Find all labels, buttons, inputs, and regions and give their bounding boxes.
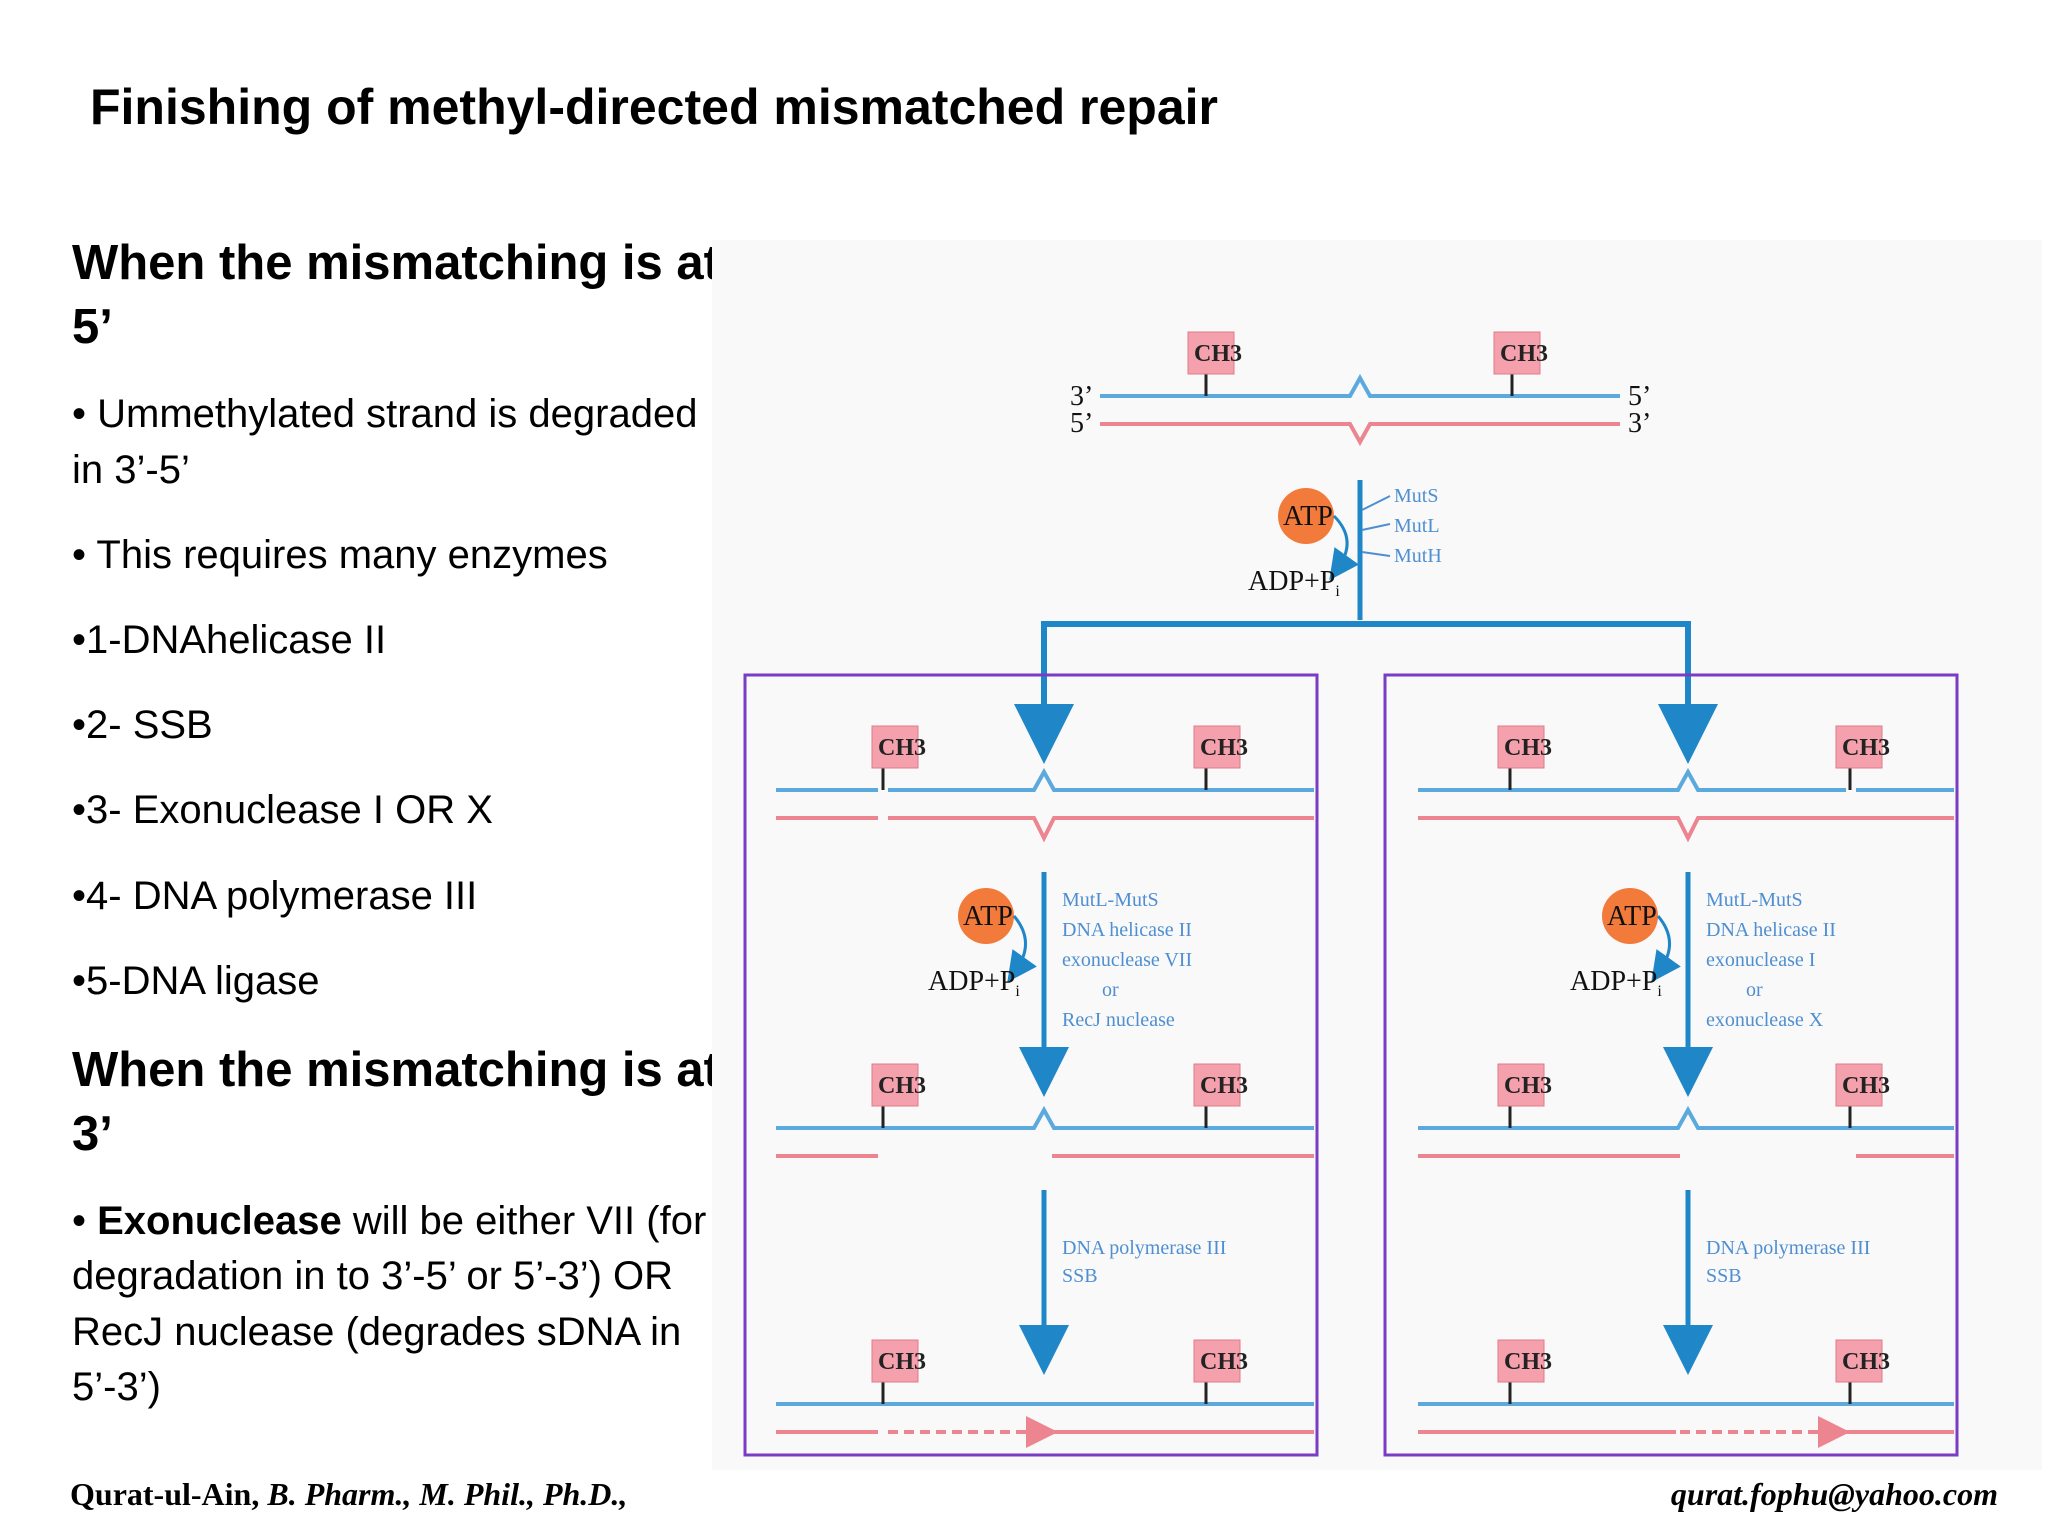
heading-mismatch-3: When the mismatching is at 3’ xyxy=(72,1042,720,1161)
top-end-right-3: 3’ xyxy=(1628,408,1651,439)
right-d1-ch3-b xyxy=(1835,725,1883,769)
right-adp-label: ADP+Pi xyxy=(1570,966,1662,1000)
right-d3-ch3-a-label: CH3 xyxy=(1504,1349,1552,1375)
bullet-enzymes: This requires many enzymes xyxy=(72,528,732,583)
right-atp-label: ATP xyxy=(1607,901,1657,932)
top-adp-label: ADP+Pi xyxy=(1248,566,1340,600)
top-end-left-5: 5’ xyxy=(1070,408,1093,439)
footer-author: Qurat-ul-Ain, B. Pharm., M. Phil., Ph.D.… xyxy=(70,1476,627,1513)
right-poly-1: DNA polymerase III xyxy=(1706,1237,1870,1259)
heading-mismatch-5: When the mismatching is at 5’ xyxy=(72,236,720,354)
right-d1-ch3-b-label: CH3 xyxy=(1842,735,1890,761)
left-poly-1: DNA polymerase III xyxy=(1062,1237,1226,1259)
diagram-background xyxy=(712,240,2042,1470)
top-end-right-5: 5’ xyxy=(1628,381,1651,412)
left-enzyme-1: MutL-MutS xyxy=(1062,889,1159,911)
right-d3-ch3-b-label: CH3 xyxy=(1842,1349,1890,1375)
left-d2-ch3-a-label: CH3 xyxy=(878,1073,926,1099)
left-panel-border xyxy=(743,673,1319,1457)
right-d2-ch3-b xyxy=(1835,1063,1883,1107)
footer-email: qurat.fophu@yahoo.com xyxy=(1670,1476,1998,1512)
left-adp-label: ADP+Pi xyxy=(928,966,1020,1000)
left-d3-ch3-b-label: CH3 xyxy=(1200,1349,1248,1375)
right-atp-arrow xyxy=(1651,915,1681,983)
right-d1-ch3-a-label: CH3 xyxy=(1504,735,1552,761)
top-enzyme-tick-2 xyxy=(1361,523,1391,531)
bullet-ssb: 2- SSB xyxy=(72,698,732,753)
top-blue-strand xyxy=(1100,373,1620,398)
left-poly-2: SSB xyxy=(1062,1265,1098,1287)
left-d2-blue xyxy=(776,1105,1314,1130)
top-ch3-left-label: CH3 xyxy=(1194,341,1242,367)
right-d2-blue xyxy=(1418,1105,1954,1130)
bullet-exonuclease: 3- Exonuclease I OR X xyxy=(72,783,732,838)
right-d2-ch3-b-label: CH3 xyxy=(1842,1073,1890,1099)
footer-credentials: B. Pharm., M. Phil., Ph.D., xyxy=(259,1476,628,1512)
bullet-helicase: 1-DNAhelicase II xyxy=(72,613,732,668)
left-enzyme-3: exonuclease VII xyxy=(1062,949,1192,971)
left-d1-ch3-b-label: CH3 xyxy=(1200,735,1248,761)
left-d1-blue xyxy=(776,767,1314,792)
left-atp-label: ATP xyxy=(963,901,1013,932)
top-enzyme-3: MutH xyxy=(1394,545,1442,567)
left-d2-ch3-b-label: CH3 xyxy=(1200,1073,1248,1099)
right-d1-ch3-a xyxy=(1497,725,1545,769)
top-enzyme-tick-3 xyxy=(1361,551,1391,557)
bullet-exonuclease-detail: Exonuclease will be either VII (for degr… xyxy=(72,1194,732,1415)
left-d3-ch3-b xyxy=(1193,1339,1241,1383)
top-atp-arrow xyxy=(1329,514,1359,581)
right-d3-ch3-a xyxy=(1497,1339,1545,1383)
left-d3-ch3-a-label: CH3 xyxy=(878,1349,926,1375)
right-atp-circle xyxy=(1602,888,1658,944)
top-atp-circle xyxy=(1278,488,1334,544)
right-d2-ch3-a-label: CH3 xyxy=(1504,1073,1552,1099)
top-enzyme-2: MutL xyxy=(1394,515,1440,537)
right-d1-blue xyxy=(1418,767,1954,792)
left-d1-ch3-a xyxy=(871,725,919,769)
left-d1-ch3-b xyxy=(1193,725,1241,769)
left-atp-circle xyxy=(958,888,1014,944)
top-duplex: CH3 CH3 3’ 5’ 5’ 3’ xyxy=(1070,331,1651,447)
right-enzyme-2: DNA helicase II xyxy=(1706,919,1836,941)
bullet-polymerase: 4- DNA polymerase III xyxy=(72,869,732,924)
footer-author-name: Qurat-ul-Ain, xyxy=(70,1476,260,1512)
right-enzyme-4: exonuclease X xyxy=(1706,1009,1824,1031)
top-enzyme-tick-1 xyxy=(1361,495,1391,511)
right-poly-2: SSB xyxy=(1706,1265,1742,1287)
right-enzyme-1: MutL-MutS xyxy=(1706,889,1803,911)
bullet-unmethylated: Ummethylated strand is degraded in 3’-5’ xyxy=(72,387,732,497)
right-panel-border xyxy=(1383,673,1959,1457)
top-ch3-right-label: CH3 xyxy=(1500,341,1548,367)
right-d1-pink xyxy=(1418,816,1954,843)
right-d3-ch3-b xyxy=(1835,1339,1883,1383)
left-atp-arrow xyxy=(1007,915,1037,983)
top-end-left-3: 3’ xyxy=(1070,381,1093,412)
left-d2-ch3-a xyxy=(871,1063,919,1107)
right-d2-ch3-a xyxy=(1497,1063,1545,1107)
left-enzyme-or: or xyxy=(1102,979,1119,1001)
bullet-ligase: 5-DNA ligase xyxy=(72,954,732,1009)
top-atp-label: ATP xyxy=(1283,501,1333,532)
right-enzyme-or: or xyxy=(1746,979,1763,1001)
right-enzyme-3: exonuclease I xyxy=(1706,949,1815,971)
left-panel: CH3 CH3 ATP ADP+Pi MutL-MutS DNA helicas… xyxy=(743,673,1319,1457)
exonuclease-bold: Exonuclease xyxy=(97,1199,342,1244)
top-ch3-left xyxy=(1187,331,1235,375)
left-d2-ch3-b xyxy=(1193,1063,1241,1107)
right-panel: CH3 CH3 ATP ADP+Pi MutL-MutS DNA helicas… xyxy=(1383,673,1959,1457)
slide-title: Finishing of methyl-directed mismatched … xyxy=(90,79,1219,135)
top-ch3-right xyxy=(1493,331,1541,375)
top-enzyme-1: MutS xyxy=(1394,485,1438,507)
exonuclease-rest: will be either VII (for degradation in t… xyxy=(72,1199,707,1409)
left-d3-ch3-a xyxy=(871,1339,919,1383)
top-pink-strand xyxy=(1100,422,1620,447)
left-text-column: When the mismatching is at 5’ Ummethylat… xyxy=(72,232,732,1445)
left-enzyme-2: DNA helicase II xyxy=(1062,919,1192,941)
left-d1-pink xyxy=(776,816,1314,843)
left-d1-ch3-a-label: CH3 xyxy=(878,735,926,761)
left-enzyme-4: RecJ nuclease xyxy=(1062,1009,1175,1031)
